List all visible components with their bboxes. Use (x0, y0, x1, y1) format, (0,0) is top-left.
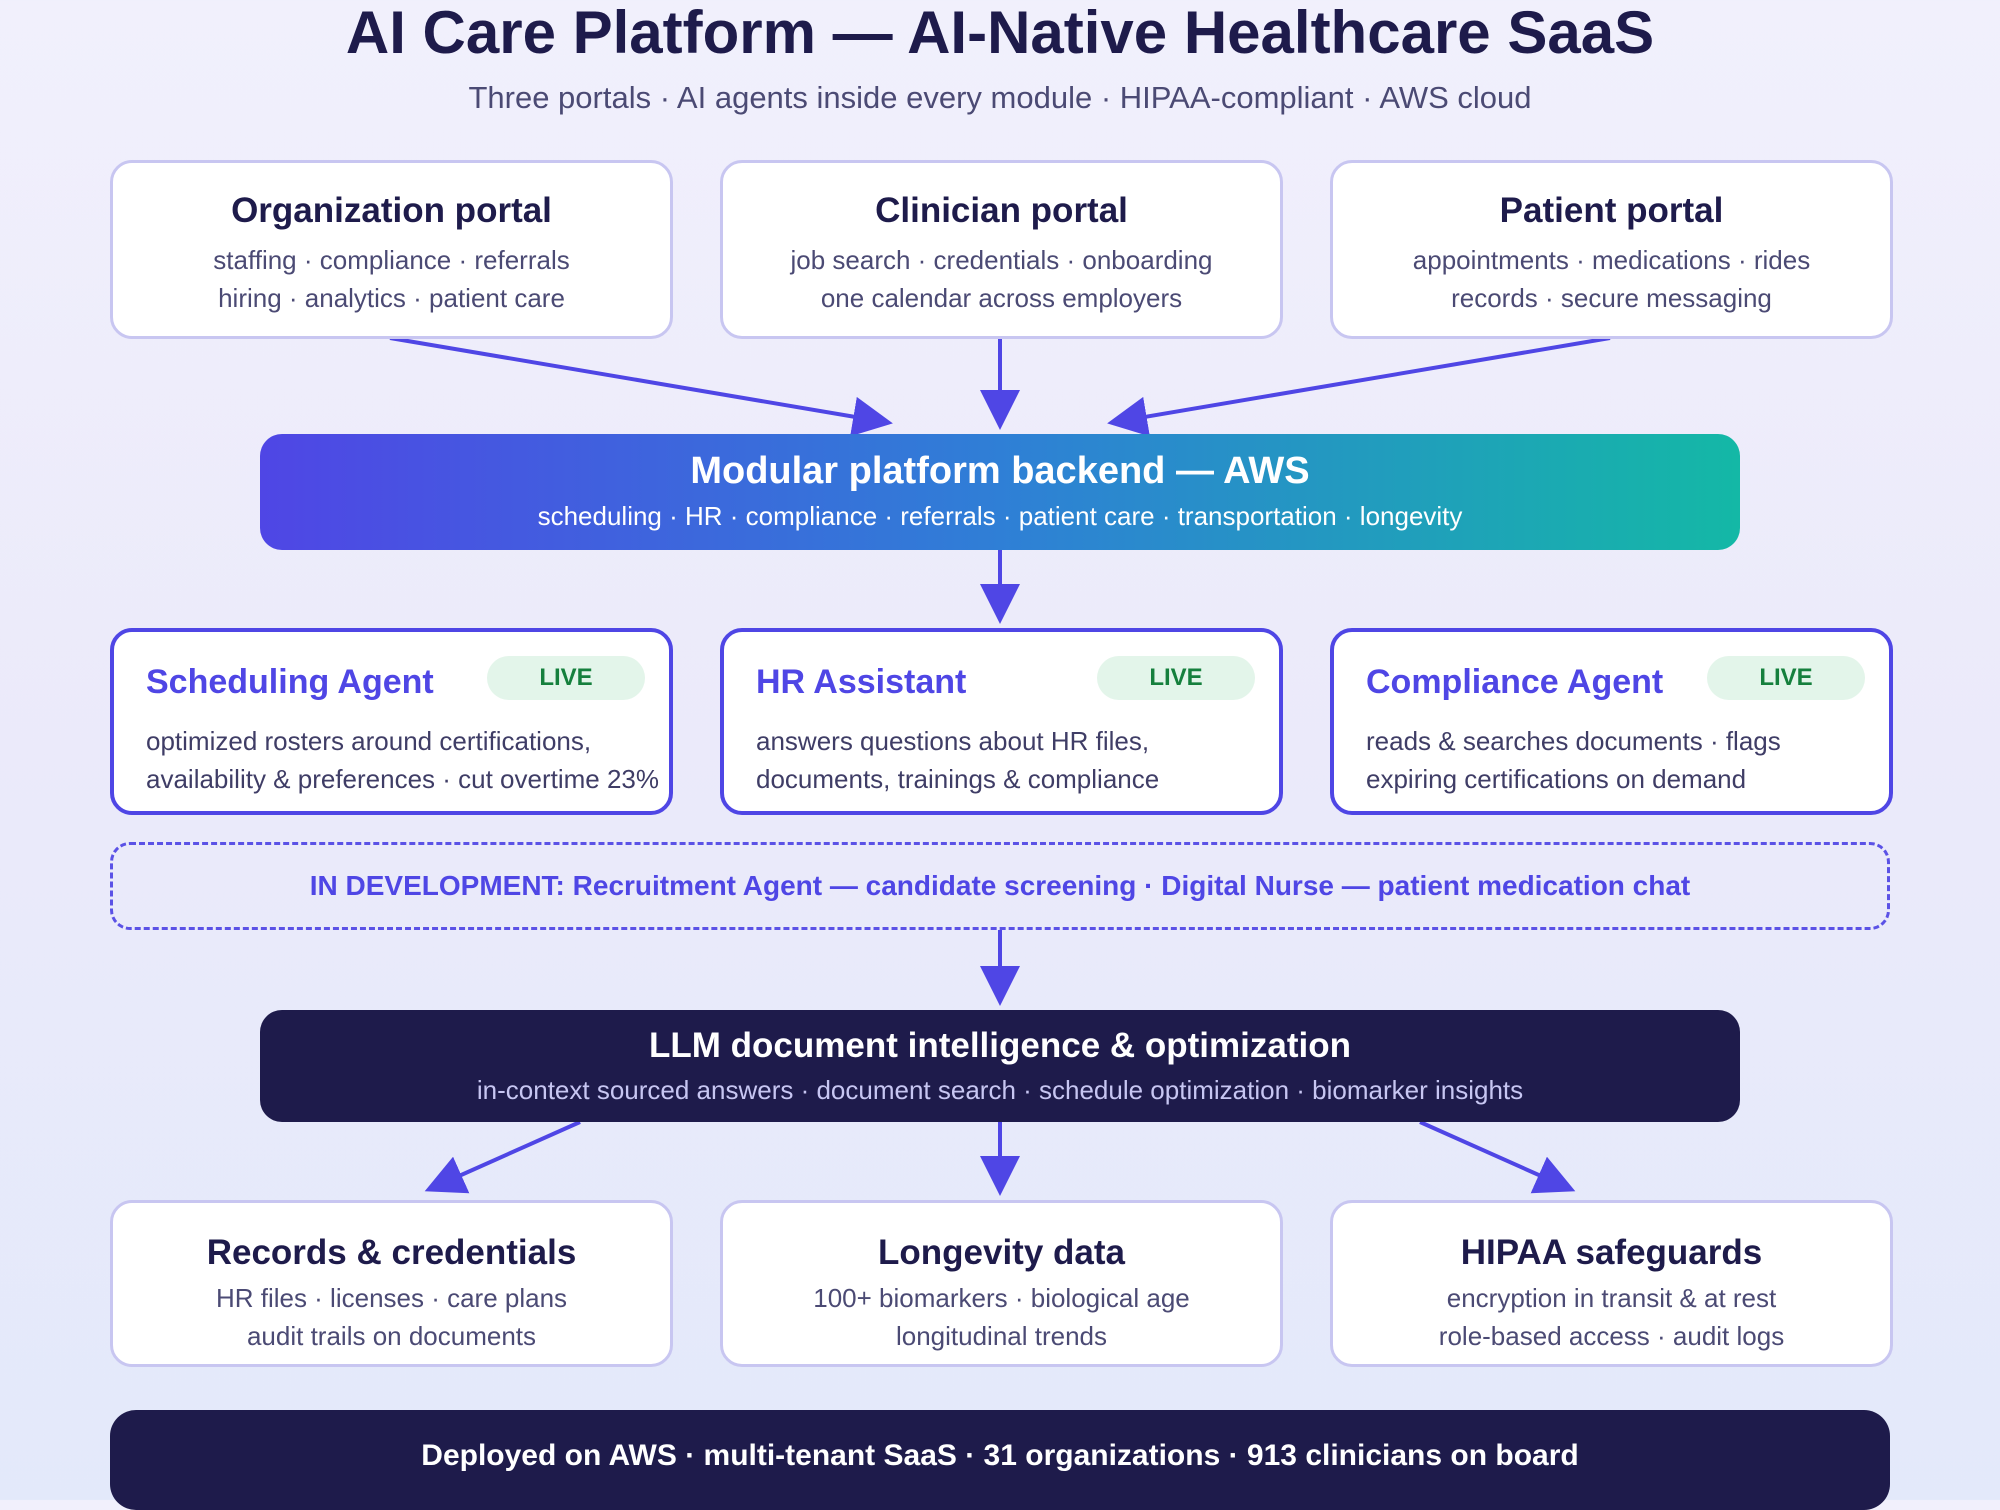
portal-title: Organization portal (231, 191, 552, 230)
output-line: HR files · licenses · care plans (215, 1283, 568, 1313)
portal-line: one calendar across employers (820, 283, 1183, 313)
agent-description: answers questions about HR files, docume… (756, 722, 1276, 798)
page-subtitle: Three portals · AI agents inside every m… (468, 80, 1532, 115)
live-badge: LIVE (1097, 656, 1255, 700)
agent-description: optimized rosters around certifications,… (146, 722, 666, 798)
organization-portal-card: Organization portal staffing · complianc… (110, 160, 673, 339)
llm-title: LLM document intelligence & optimization (649, 1026, 1351, 1065)
portal-line: appointments · medications · rides (1412, 245, 1811, 275)
agent-description-line: reads & searches documents · flags (1366, 726, 1781, 756)
output-line: role-based access · audit logs (1438, 1321, 1785, 1351)
arrow-patient-to-backend (1107, 336, 1611, 437)
longevity-data-card: Longevity data 100+ biomarkers · biologi… (720, 1200, 1283, 1367)
live-badge: LIVE (487, 656, 645, 700)
llm-capabilities: in-context sourced answers · document se… (476, 1075, 1524, 1105)
agent-name: Scheduling Agent (146, 663, 434, 701)
in-development-banner: IN DEVELOPMENT: Recruitment Agent — cand… (110, 842, 1890, 930)
output-line: audit trails on documents (246, 1321, 537, 1351)
agent-name: Compliance Agent (1366, 663, 1664, 701)
agent-name: HR Assistant (756, 663, 967, 701)
agent-description-line: expiring certifications on demand (1366, 764, 1747, 794)
output-line: encryption in transit & at rest (1446, 1283, 1777, 1313)
portal-line: staffing · compliance · referrals (213, 245, 570, 275)
portal-line: records · secure messaging (1451, 283, 1772, 313)
output-title: Longevity data (878, 1233, 1125, 1272)
agent-description-line: answers questions about HR files, (756, 726, 1150, 756)
agent-description-line: availability & preferences · cut overtim… (146, 764, 660, 794)
output-title: HIPAA safeguards (1460, 1233, 1763, 1272)
agent-description: reads & searches documents · flags expir… (1366, 722, 1886, 798)
agent-description-line: optimized rosters around certifications, (146, 726, 592, 756)
clinician-portal-card: Clinician portal job search · credential… (720, 160, 1283, 339)
hr-assistant-card: HR Assistant LIVE answers questions abou… (720, 628, 1283, 815)
hipaa-safeguards-card: HIPAA safeguards encryption in transit &… (1330, 1200, 1893, 1367)
arrow-llm-to-hipaa (1419, 1120, 1576, 1194)
patient-portal-card: Patient portal appointments · medication… (1330, 160, 1893, 339)
platform-backend-box: Modular platform backend — AWS schedulin… (260, 434, 1740, 550)
agent-description-line: documents, trainings & compliance (756, 764, 1160, 794)
deployment-footer: Deployed on AWS · multi-tenant SaaS · 31… (110, 1410, 1890, 1510)
compliance-agent-card: Compliance Agent LIVE reads & searches d… (1330, 628, 1893, 815)
output-line: longitudinal trends (895, 1321, 1108, 1351)
output-line: 100+ biomarkers · biological age (813, 1283, 1190, 1313)
llm-intelligence-box: LLM document intelligence & optimization… (260, 1010, 1740, 1122)
backend-title: Modular platform backend — AWS (690, 450, 1310, 492)
records-credentials-card: Records & credentials HR files · license… (110, 1200, 673, 1367)
page-title: AI Care Platform — AI-Native Healthcare … (345, 0, 1655, 66)
portal-title: Clinician portal (875, 191, 1128, 230)
backend-modules: scheduling · HR · compliance · referrals… (537, 501, 1463, 531)
portal-line: hiring · analytics · patient care (218, 283, 565, 313)
arrow-llm-to-records (424, 1120, 581, 1194)
output-title: Records & credentials (206, 1233, 577, 1272)
portal-line: job search · credentials · onboarding (790, 245, 1213, 275)
live-badge: LIVE (1707, 656, 1865, 700)
scheduling-agent-card: Scheduling Agent LIVE optimized rosters … (110, 628, 673, 815)
arrow-org-to-backend (389, 336, 893, 437)
portal-title: Patient portal (1499, 191, 1724, 230)
